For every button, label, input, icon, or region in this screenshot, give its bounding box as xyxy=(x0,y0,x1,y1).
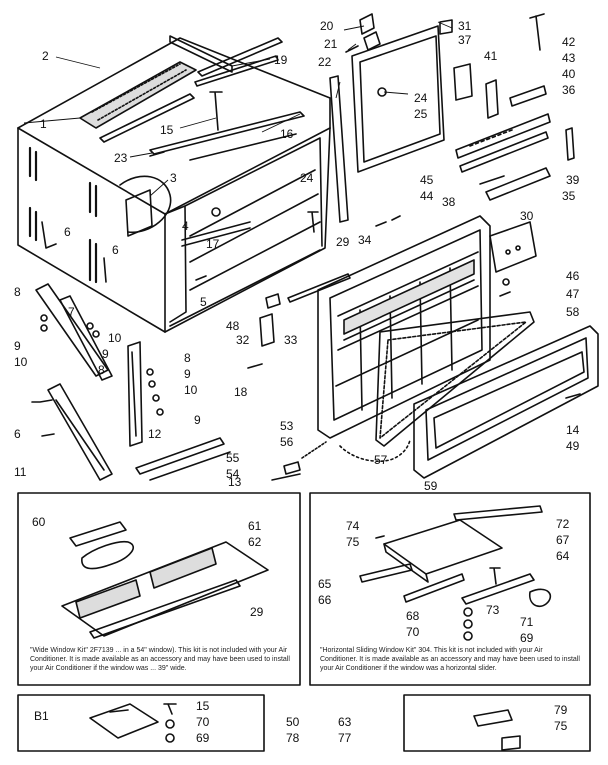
callout-61: 61 xyxy=(248,519,262,533)
callout-20: 20 xyxy=(320,19,334,33)
callout-18: 18 xyxy=(234,385,248,399)
callout-75a: 75 xyxy=(346,535,360,549)
callout-79: 79 xyxy=(554,703,568,717)
callout-67: 67 xyxy=(556,533,570,547)
callout-8a: 8 xyxy=(14,285,21,299)
callout-15: 15 xyxy=(160,123,174,137)
callout-62: 62 xyxy=(248,535,262,549)
callout-69b: 69 xyxy=(196,731,210,745)
callout-9a: 9 xyxy=(14,339,21,353)
callout-12: 12 xyxy=(148,427,162,441)
callout-32: 32 xyxy=(236,333,250,347)
callout-10a: 10 xyxy=(108,331,122,345)
callout-66: 66 xyxy=(318,593,332,607)
callout-6c: 6 xyxy=(14,427,21,441)
callout-75b: 75 xyxy=(554,719,568,733)
callout-64: 64 xyxy=(556,549,570,563)
callout-6a: 6 xyxy=(64,225,71,239)
callout-73: 73 xyxy=(486,603,500,617)
callout-78: 78 xyxy=(286,731,300,745)
callout-69a: 69 xyxy=(520,631,534,645)
callout-72: 72 xyxy=(556,517,570,531)
callout-46: 46 xyxy=(566,269,580,283)
callout-71: 71 xyxy=(520,615,534,629)
callout-4: 4 xyxy=(182,219,189,233)
callout-36: 36 xyxy=(562,83,576,97)
callout-40: 40 xyxy=(562,67,576,81)
callout-68: 68 xyxy=(406,609,420,623)
callout-11: 11 xyxy=(14,465,27,479)
callout-6b: 6 xyxy=(112,243,119,257)
callout-31: 31 xyxy=(458,19,472,33)
callout-56: 56 xyxy=(280,435,294,449)
callout-23: 23 xyxy=(114,151,128,165)
callout-38: 38 xyxy=(442,195,456,209)
callout-2: 2 xyxy=(42,49,49,63)
callout-50: 50 xyxy=(286,715,300,729)
callout-b1: B1 xyxy=(34,709,49,723)
cabinet-wrapper xyxy=(17,37,331,333)
callout-57: 57 xyxy=(374,453,388,467)
callout-29b: 29 xyxy=(250,605,264,619)
callout-63: 63 xyxy=(338,715,352,729)
callout-70b: 70 xyxy=(196,715,210,729)
callout-44: 44 xyxy=(420,189,434,203)
callout-5: 5 xyxy=(200,295,207,309)
callout-60: 60 xyxy=(32,515,46,529)
callout-33: 33 xyxy=(284,333,298,347)
callout-54: 54 xyxy=(226,467,240,481)
callout-22: 22 xyxy=(318,55,332,69)
callout-3: 3 xyxy=(170,171,177,185)
callout-41: 41 xyxy=(484,49,498,63)
callout-30: 30 xyxy=(520,209,534,223)
callout-29a: 29 xyxy=(336,235,350,249)
slider-kit-caption: "Horizontal Sliding Window Kit" 304. Thi… xyxy=(320,647,580,672)
callout-10c: 10 xyxy=(184,383,198,397)
callout-15b: 15 xyxy=(196,699,210,713)
callout-1: 1 xyxy=(40,117,47,131)
callout-34: 34 xyxy=(358,233,372,247)
callout-74: 74 xyxy=(346,519,360,533)
callout-8c: 8 xyxy=(184,351,191,365)
callout-48: 48 xyxy=(226,319,240,333)
callout-9b: 9 xyxy=(102,347,109,361)
callout-58: 58 xyxy=(566,305,580,319)
callout-65: 65 xyxy=(318,577,332,591)
callout-14: 14 xyxy=(566,423,580,437)
callout-49: 49 xyxy=(566,439,580,453)
callout-17: 17 xyxy=(206,237,220,251)
callout-70a: 70 xyxy=(406,625,420,639)
callout-13: 13 xyxy=(228,475,242,489)
callout-7: 7 xyxy=(68,305,75,319)
callout-19: 19 xyxy=(274,53,288,67)
callout-37: 37 xyxy=(458,33,472,47)
callout-45: 45 xyxy=(420,173,434,187)
callout-39: 39 xyxy=(566,173,580,187)
callout-59: 59 xyxy=(424,479,438,493)
callout-42: 42 xyxy=(562,35,576,49)
callout-55: 55 xyxy=(226,451,240,465)
callout-35: 35 xyxy=(562,189,576,203)
callout-9c: 9 xyxy=(184,367,191,381)
callout-24a: 24 xyxy=(300,171,314,185)
callout-16: 16 xyxy=(280,127,294,141)
callout-8b: 8 xyxy=(98,363,105,377)
callout-9d: 9 xyxy=(194,413,201,427)
callout-43: 43 xyxy=(562,51,576,65)
window-kit-caption: "Wide Window Kit" 2F7139 ... in a 54" wi… xyxy=(30,647,290,672)
callout-10b: 10 xyxy=(14,355,28,369)
callout-53: 53 xyxy=(280,419,294,433)
callout-21: 21 xyxy=(324,37,338,51)
callout-47: 47 xyxy=(566,287,580,301)
callout-24b: 24 xyxy=(414,91,428,105)
callout-25: 25 xyxy=(414,107,428,121)
callout-77: 77 xyxy=(338,731,352,745)
